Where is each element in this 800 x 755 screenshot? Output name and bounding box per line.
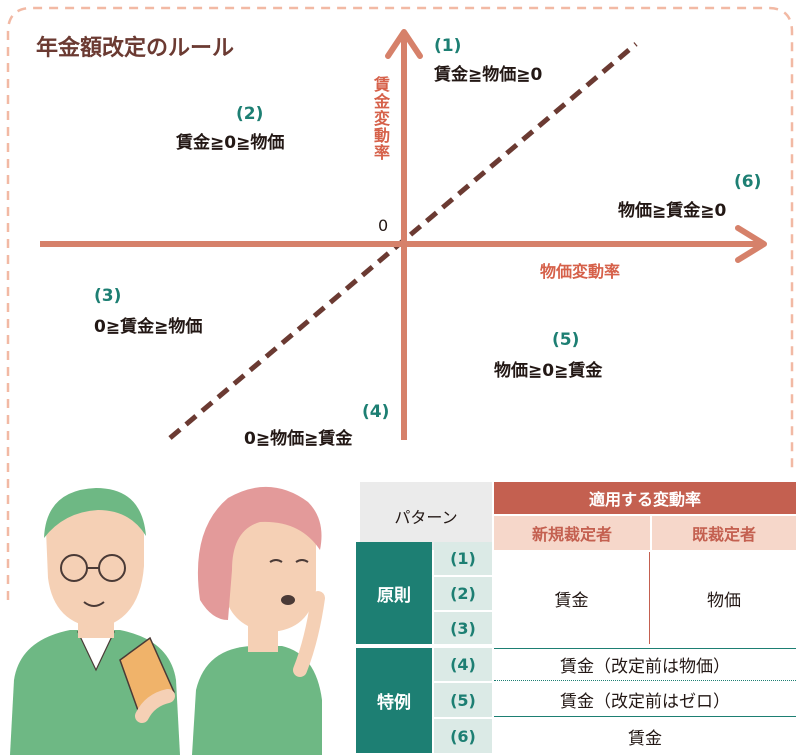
- origin-label: 0: [378, 216, 389, 235]
- row-number: (3): [434, 612, 492, 644]
- principle-existing-value: 物価: [652, 552, 796, 644]
- region-1-condition: 賃金≧物価≧0: [434, 65, 543, 85]
- row-number: (5): [434, 683, 492, 717]
- principle-new-value: 賃金: [494, 552, 650, 644]
- region-3-number: (3): [94, 286, 122, 306]
- y-axis-label: 賃金変動率: [371, 76, 390, 161]
- rate-header: 適用する変動率: [494, 482, 796, 514]
- region-2-number: (2): [236, 104, 264, 124]
- man-figure: [10, 488, 180, 755]
- x-axis-arrow: [735, 225, 767, 263]
- principle-label: 原則: [356, 542, 432, 644]
- row-number: (2): [434, 577, 492, 610]
- region-6-condition: 物価≧賃金≧0: [618, 201, 727, 221]
- existing-recipient-header: 既裁定者: [652, 516, 796, 550]
- region-1-number: (1): [434, 36, 462, 56]
- region-3-condition: 0≧賃金≧物価: [94, 317, 203, 337]
- woman-figure: [192, 486, 325, 755]
- new-recipient-header: 新規裁定者: [494, 516, 650, 550]
- axes-diagram: [40, 29, 767, 440]
- region-5-number: (5): [552, 330, 580, 350]
- y-axis-arrow: [385, 29, 423, 59]
- couple-illustration: [10, 486, 325, 755]
- page-title: 年金額改定のルール: [36, 36, 235, 61]
- region-2-condition: 賃金≧0≧物価: [176, 133, 285, 153]
- region-5-condition: 物価≧0≧賃金: [494, 361, 603, 381]
- special-value: 賃金（改定前は物価）: [494, 648, 796, 681]
- region-4-condition: 0≧物価≧賃金: [244, 429, 353, 449]
- row-number: (6): [434, 719, 492, 753]
- special-label: 特例: [356, 648, 432, 753]
- special-value: 賃金（改定前はゼロ）: [494, 683, 796, 717]
- special-value: 賃金: [494, 719, 796, 753]
- region-6-number: (6): [734, 172, 762, 192]
- row-number: (1): [434, 542, 492, 575]
- row-number: (4): [434, 648, 492, 681]
- pattern-header: パターン: [360, 482, 492, 550]
- x-axis-label: 物価変動率: [540, 262, 621, 281]
- region-4-number: (4): [362, 402, 390, 422]
